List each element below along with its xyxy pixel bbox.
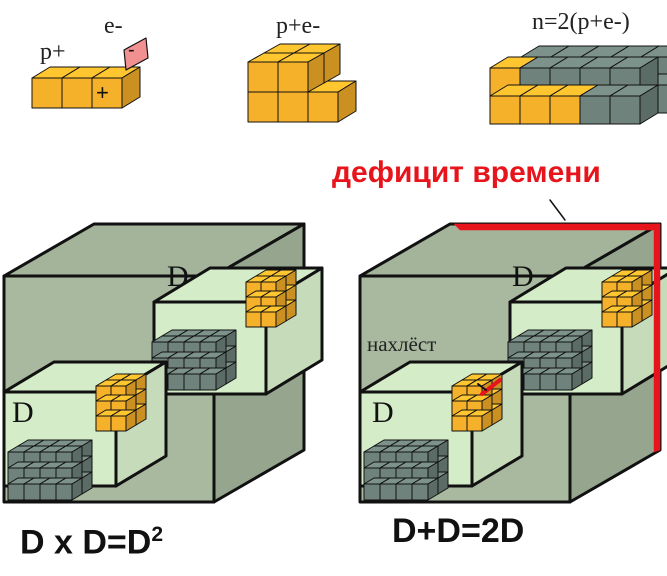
upper-orange-cube-cell-front xyxy=(601,311,618,328)
lower-gray-cube-cell-front xyxy=(7,483,25,501)
neutron-front-cell-front xyxy=(519,95,551,125)
upper-orange-cube-cell-front xyxy=(616,311,633,328)
deficit-pointer-line xyxy=(549,199,566,221)
neutron-front-cell-front xyxy=(609,95,641,125)
neutron-front-cell-front xyxy=(549,95,581,125)
upper-gray-cube-cell-front xyxy=(555,373,573,391)
neutron-front-cell-front xyxy=(579,95,611,125)
overlap-marker xyxy=(480,378,502,396)
upper-gray-cube-cell-front xyxy=(523,373,541,391)
lower-gray-cube-cell-front xyxy=(411,483,429,501)
lower-gray-cube-cell-front xyxy=(395,483,413,501)
lower-gray-cube-cell-front xyxy=(39,483,57,501)
upper-orange-cube-cell-front xyxy=(260,311,277,328)
lower-orange-cube-cell-front xyxy=(451,415,468,432)
proton-label: p+ xyxy=(40,39,66,65)
electron-tag xyxy=(123,37,149,71)
lower-gray-cube-cell-front xyxy=(379,483,397,501)
pair-label: p+e- xyxy=(276,13,321,39)
right-caption: D+D=2D xyxy=(392,512,525,550)
pair-block-bottom-cell-front xyxy=(307,91,339,123)
lower-orange-cube-cell-front xyxy=(466,415,483,432)
lower-orange-cube-cell-front xyxy=(95,415,112,432)
left-caption: D x D=D2 xyxy=(20,524,163,559)
pair-block-bottom-cell-front xyxy=(277,91,309,123)
lower-gray-cube-cell-front xyxy=(23,483,41,501)
upper-gray-cube-cell-front xyxy=(539,373,557,391)
lower-gray-cube-cell-front xyxy=(55,483,73,501)
left-cube-figure xyxy=(2,222,324,504)
deficit-bar-top xyxy=(453,223,661,231)
right-lower-d-label: D xyxy=(372,396,394,429)
pair-block-top-cell-front xyxy=(247,61,279,93)
neutron-label: n=2(p+e-) xyxy=(532,9,630,35)
left-upper-d-label: D xyxy=(167,260,189,293)
right-upper-d-label: D xyxy=(512,260,534,293)
neutron-front-cell-front xyxy=(489,95,521,125)
deficit-bar-side xyxy=(653,223,661,453)
overlap-label: нахлёст xyxy=(367,332,437,356)
top-row-blocks: -+ xyxy=(31,37,667,125)
electron-label: e- xyxy=(104,13,123,39)
pair-block-top-cell-front xyxy=(277,61,309,93)
left-caption-base: D x D=D xyxy=(20,523,152,562)
left-lower-d-label: D xyxy=(12,396,34,429)
minus-sign: - xyxy=(128,39,135,61)
lower-orange-cube-cell-front xyxy=(110,415,127,432)
left-caption-power: 2 xyxy=(151,523,164,546)
plus-sign: + xyxy=(96,80,109,105)
right-cube-figure xyxy=(358,199,667,504)
overlap-tick xyxy=(477,383,487,391)
proton-block-cell-front xyxy=(61,77,93,109)
upper-gray-cube-cell-front xyxy=(167,373,185,391)
proton-block-cell-front xyxy=(91,77,123,109)
lower-gray-cube-cell-front xyxy=(363,483,381,501)
deficit-label: дефицит времени xyxy=(332,156,601,189)
upper-gray-cube-cell-front xyxy=(199,373,217,391)
pair-block-bottom-cell-front xyxy=(247,91,279,123)
upper-orange-cube-cell-front xyxy=(245,311,262,328)
upper-gray-cube-cell-front xyxy=(183,373,201,391)
proton-block-cell-front xyxy=(31,77,63,109)
